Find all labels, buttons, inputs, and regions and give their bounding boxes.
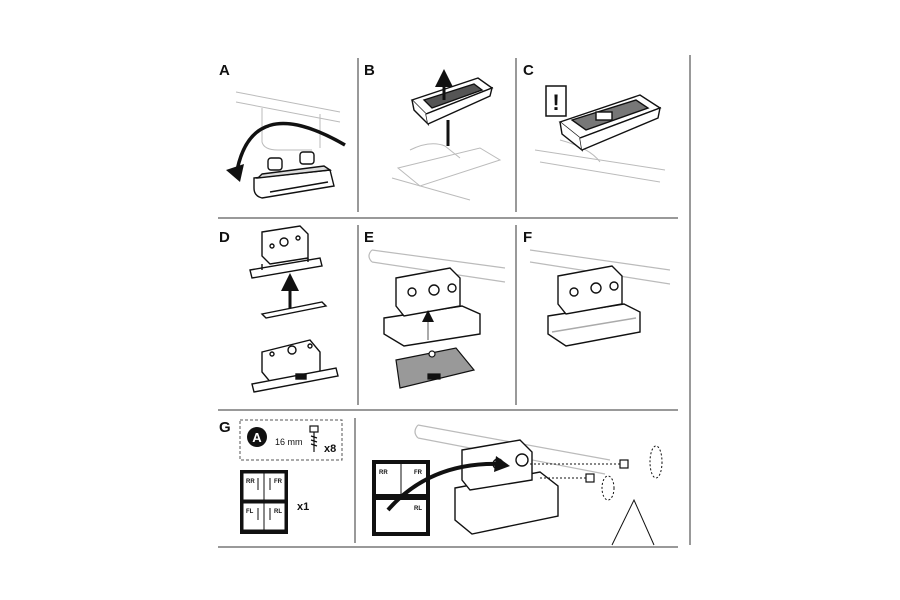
sticker-code: RL: [274, 509, 282, 515]
roof-rail-ghost: [235, 91, 341, 151]
screw-kit-frame: [239, 419, 343, 461]
rotate-arrowhead: [226, 164, 244, 182]
panel-f-illustration: [529, 249, 671, 347]
panel-label-e: E: [364, 229, 375, 246]
panel-dividers: [218, 55, 691, 548]
foot-assembly-e: [383, 267, 481, 347]
foot-adapter-bottom: [251, 339, 339, 393]
callout-pointer: [611, 498, 655, 546]
detail-sticker-code: RR: [379, 470, 388, 476]
panel-label-a: A: [219, 62, 230, 79]
screw-qty-label: x8: [324, 443, 336, 455]
panel-label-b: B: [364, 62, 375, 79]
panel-c-illustration: !: [534, 85, 666, 183]
screw-length-label: 16 mm: [275, 437, 303, 447]
sticker-code: RR: [246, 479, 255, 485]
panel-label-f: F: [523, 229, 533, 246]
roof-rail-ghost: [391, 143, 502, 201]
tighten-rotation-icon: [601, 445, 663, 501]
warning-box: [545, 85, 567, 117]
apply-sticker-arrowhead: [494, 456, 510, 472]
panel-g-detail: RR FR RL: [372, 424, 663, 546]
screw-icon: [309, 425, 319, 452]
detail-sticker-code: FR: [414, 470, 423, 476]
foot-pad-b: [410, 77, 494, 127]
foot-assembly-f: [547, 265, 641, 347]
panel-label-c: C: [523, 62, 534, 79]
panel-a-illustration: [226, 91, 346, 199]
foot-pad-c: [558, 94, 662, 152]
panel-label-d: D: [219, 229, 230, 246]
sticker-code: FR: [274, 479, 283, 485]
position-sticker-sheet: [240, 470, 288, 534]
detail-sticker-code: RL: [414, 506, 422, 512]
sticker-arrow-icons: [257, 478, 271, 520]
panel-b-illustration: [391, 69, 502, 201]
sticker-code: FL: [246, 509, 254, 515]
screw-icon: [585, 459, 629, 483]
rotate-arrow: [234, 121, 346, 177]
kit-marker-badge: [247, 427, 267, 447]
foot-adapter-top: [249, 225, 323, 279]
foot-pad-a: [253, 151, 335, 199]
panel-d-illustration: [249, 225, 339, 393]
sticker-qty-label: x1: [297, 501, 309, 513]
panel-e-illustration: [368, 249, 506, 389]
panel-g-kit: A 16 mm x8 RR FR FL RL x1: [239, 419, 343, 534]
foot-assembly-g: [454, 439, 559, 535]
panel-label-g: G: [219, 419, 231, 436]
roof-rail-ghost: [534, 139, 666, 183]
shim-plate: [260, 301, 328, 319]
kit-marker-letter: A: [252, 430, 262, 445]
apply-sticker-arrow: [386, 461, 501, 512]
adapter-under-e: [395, 347, 476, 389]
warning-glyph: !: [552, 90, 559, 115]
